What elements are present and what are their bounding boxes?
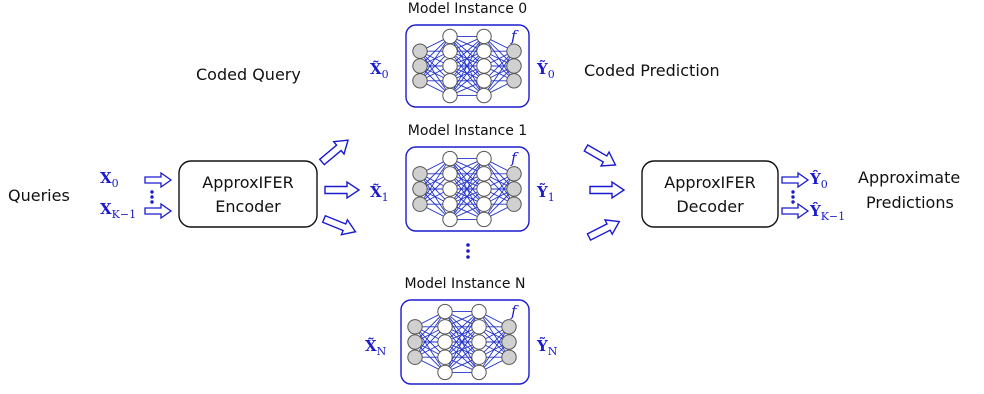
network-nodes bbox=[412, 28, 522, 104]
svg-text:X0: X0 bbox=[100, 169, 119, 190]
network-nodes bbox=[412, 150, 522, 228]
decoder-line1: ApproxIFER bbox=[664, 173, 755, 192]
coded-output-symbol: Ỹ1 bbox=[536, 182, 555, 204]
model-function-label: f bbox=[510, 149, 519, 167]
decoder-arrow-up bbox=[581, 140, 621, 173]
coded-output-symbol: Ỹ0 bbox=[536, 59, 555, 81]
encoder-arrow-mid bbox=[324, 181, 360, 199]
input-xk-1: XK−1 bbox=[100, 200, 136, 221]
coded-query-label: Coded Query bbox=[196, 65, 301, 84]
coded-input-symbol: X̃N bbox=[365, 337, 387, 358]
decoder-line2: Decoder bbox=[676, 197, 744, 216]
model-instance-0: Model Instance 0 fX̃0 Ỹ0 bbox=[370, 1, 555, 108]
output-dots bbox=[791, 190, 795, 204]
encoder-arrow-up bbox=[316, 133, 354, 169]
model-function-label: f bbox=[510, 27, 519, 45]
model-instance-1: Model Instance 1 fX̃1 Ỹ1 bbox=[370, 123, 555, 232]
input-arrow-top bbox=[144, 172, 172, 188]
input-dots bbox=[150, 190, 154, 204]
model-function-label: f bbox=[510, 302, 519, 320]
approximate-predictions-label-2: Predictions bbox=[866, 193, 954, 212]
instance-dots bbox=[466, 243, 470, 259]
input-x0: X0 bbox=[100, 169, 119, 190]
coded-input-symbol: X̃1 bbox=[370, 183, 389, 204]
model-instance-title: Model Instance 0 bbox=[408, 1, 527, 17]
encoder-box: ApproxIFER Encoder bbox=[178, 160, 318, 228]
output-arrow-top bbox=[781, 172, 809, 188]
coded-output-symbol: ỸN bbox=[536, 336, 558, 358]
decoder-box: ApproxIFER Decoder bbox=[641, 160, 779, 228]
encoder-arrow-down bbox=[320, 210, 360, 240]
coded-input-symbol: X̃0 bbox=[370, 60, 389, 81]
model-instance-title: Model Instance 1 bbox=[408, 123, 527, 139]
svg-text:Ŷ0: Ŷ0 bbox=[809, 170, 828, 191]
decoder-arrow-mid bbox=[589, 181, 625, 199]
queries-label: Queries bbox=[8, 186, 70, 205]
coded-prediction-label: Coded Prediction bbox=[584, 61, 720, 80]
output-y0: Ŷ0 bbox=[809, 170, 828, 191]
approximate-predictions-label-1: Approximate bbox=[858, 168, 960, 187]
output-yk-1: ŶK−1 bbox=[809, 202, 845, 223]
model-instance-title: Model Instance N bbox=[405, 276, 526, 292]
output-arrow-bottom bbox=[781, 203, 809, 219]
svg-text:ŶK−1: ŶK−1 bbox=[809, 202, 845, 223]
encoder-line1: ApproxIFER bbox=[202, 173, 293, 192]
input-arrow-bottom bbox=[144, 203, 172, 219]
network-nodes bbox=[407, 303, 517, 381]
model-instance-2: Model Instance N fX̃N ỸN bbox=[365, 276, 558, 385]
decoder-arrow-down bbox=[584, 213, 624, 245]
encoder-line2: Encoder bbox=[215, 197, 281, 216]
svg-text:XK−1: XK−1 bbox=[100, 200, 136, 221]
